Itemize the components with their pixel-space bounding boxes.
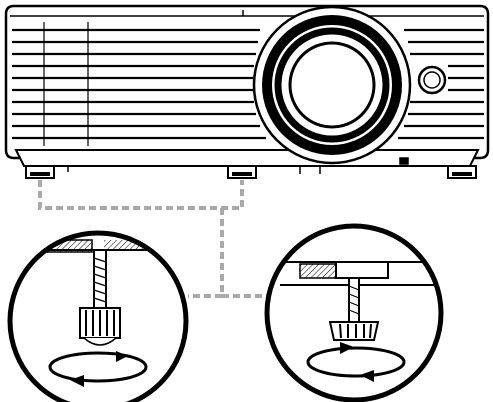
left-foot-detail <box>7 230 189 402</box>
left-foot <box>25 165 55 179</box>
vent-grille <box>12 22 484 146</box>
right-foot-detail <box>264 223 444 402</box>
rotate-arrowhead <box>340 342 354 354</box>
rotate-arrowhead <box>116 351 128 362</box>
center-foot <box>227 165 257 179</box>
rotate-arrowhead <box>360 370 374 382</box>
lens-icon <box>252 5 412 165</box>
rotate-arrows-icon <box>306 346 406 378</box>
screw-icon <box>93 257 107 303</box>
rotate-arrows-icon <box>48 351 148 383</box>
ir-sensor-icon <box>417 65 447 95</box>
right-foot <box>447 165 477 179</box>
connector-lines <box>38 180 268 298</box>
rotate-arrowhead <box>70 375 84 387</box>
screw-icon <box>348 285 360 315</box>
underside-details <box>67 157 409 174</box>
